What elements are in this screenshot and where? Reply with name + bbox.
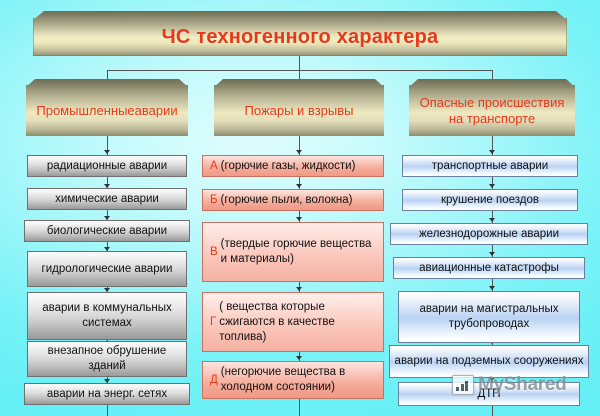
list-item-label: (негорючие вещества в холодном состоянии…	[220, 366, 346, 393]
list-item[interactable]: В (твердые горючие вещества и материалы)	[202, 222, 384, 282]
list-item[interactable]: биологические аварии	[24, 220, 190, 242]
list-item-label: (горючие газы, жидкости)	[220, 159, 356, 172]
arrow-head	[296, 287, 302, 291]
arrow-head	[489, 252, 495, 256]
arrow-head	[104, 288, 110, 292]
list-item-label: (горючие пыли, волокна)	[220, 193, 353, 206]
arrow-head	[489, 377, 495, 381]
category-header-bevel	[214, 79, 384, 87]
list-item-letter: Д	[210, 373, 218, 386]
category-header-face	[214, 85, 384, 136]
arrow-head	[296, 217, 302, 221]
list-item[interactable]: крушение поездов	[402, 189, 578, 211]
list-item[interactable]: химические аварии	[27, 188, 187, 210]
list-item[interactable]: гидрологические аварии	[27, 251, 187, 287]
list-item-letter: А	[210, 159, 218, 172]
list-item-label: (твердые горючие вещества и материалы)	[220, 238, 372, 265]
category-header-bevel	[26, 79, 188, 87]
category-header-face	[409, 85, 575, 136]
category-header-transport[interactable]: Опасные происшествия на транспорте	[409, 79, 575, 136]
list-item[interactable]: А (горючие газы, жидкости)	[202, 155, 384, 177]
arrow-head	[104, 379, 110, 383]
arrow-head	[104, 216, 110, 220]
list-item[interactable]: аварии на подземных сооружениях	[389, 345, 589, 378]
arrow-head	[489, 184, 495, 188]
list-item[interactable]: Г ( вещества которые сжигаются в качеств…	[202, 292, 384, 352]
category-header-label: Опасные происшествия на транспорте	[419, 94, 565, 126]
list-item[interactable]: Б (горючие пыли, волокна)	[202, 189, 384, 211]
connector-to-col1	[107, 70, 108, 79]
title-banner-face	[33, 18, 567, 56]
list-item[interactable]: аварии на энерг. сетях	[24, 383, 190, 405]
category-header-face	[26, 85, 188, 136]
connector-to-col3	[492, 70, 493, 79]
category-header-fires[interactable]: Пожары и взрывы	[214, 79, 384, 136]
list-item[interactable]: внезапное обрушение зданий	[27, 341, 187, 377]
list-item-letter: В	[210, 245, 218, 258]
arrow-head	[489, 286, 495, 290]
list-item[interactable]: аварии в коммунальных системах	[27, 292, 187, 340]
arrow-head	[489, 150, 495, 154]
arrow-head	[104, 184, 110, 188]
arrow-head	[489, 218, 495, 222]
arrow-head	[296, 184, 302, 188]
list-item[interactable]: транспортные аварии	[402, 155, 578, 177]
list-item-letter: Г	[210, 315, 217, 328]
page-title: ЧС техногенного характера	[161, 26, 439, 48]
connector-to-col2	[299, 70, 300, 79]
arrow-head	[296, 356, 302, 360]
list-item-letter: Б	[210, 193, 218, 206]
list-item[interactable]: авиационные катастрофы	[393, 257, 585, 279]
arrow-head	[104, 150, 110, 154]
category-header-bevel	[409, 79, 575, 87]
title-banner-bevel	[33, 11, 567, 20]
list-item[interactable]: железнодорожные аварии	[390, 223, 588, 245]
list-item[interactable]: ДТП	[398, 382, 580, 406]
diagram-title-banner: ЧС техногенного характера	[33, 11, 567, 56]
list-item[interactable]: аварии на магистральных трубопроводах	[398, 291, 580, 343]
arrow-head	[296, 150, 302, 154]
connector-title-stem	[299, 56, 300, 70]
list-item[interactable]: радиационные аварии	[27, 155, 187, 177]
list-item-label: ( вещества которые сжигаются в качестве …	[219, 300, 335, 343]
list-item[interactable]: Д (негорючие вещества в холодном состоян…	[202, 361, 384, 399]
category-header-label: Пожары и взрывы	[244, 102, 354, 118]
connector-title-bus	[107, 70, 493, 71]
arrow-head	[104, 247, 110, 251]
